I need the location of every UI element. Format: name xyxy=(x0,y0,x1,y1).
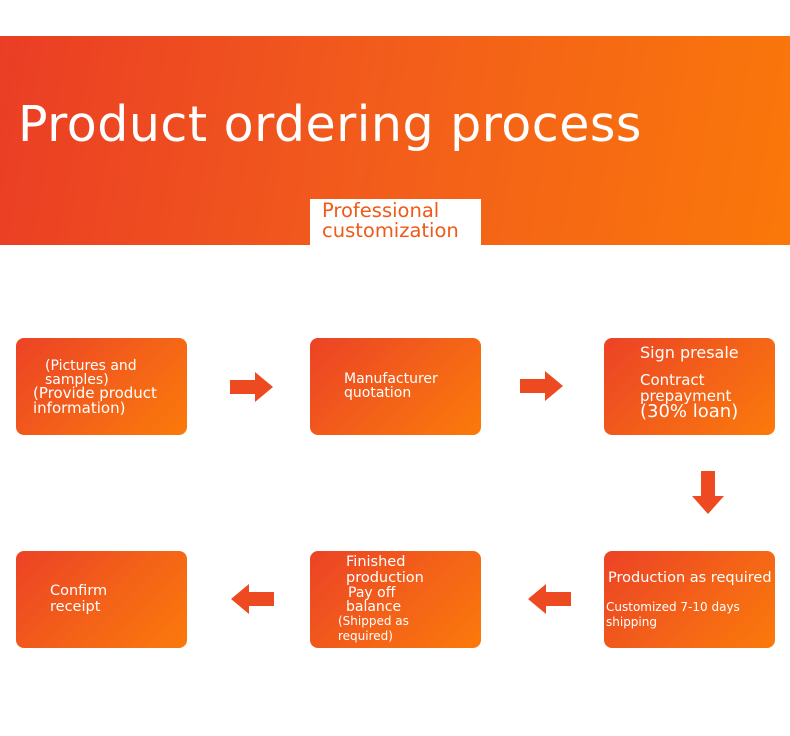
arrow-right-icon xyxy=(520,371,563,401)
arrow-down-icon xyxy=(692,471,724,514)
arrow-right-icon xyxy=(230,372,273,402)
header-banner: Product ordering process Professional cu… xyxy=(0,36,790,246)
step-provide-information: (Pictures and samples) (Provide product … xyxy=(16,338,187,435)
step-text: Production as required xyxy=(608,570,772,586)
step-text: (Shipped as xyxy=(338,614,409,628)
step-confirm-receipt: Confirm receipt xyxy=(16,551,187,648)
step-manufacturer-quotation: Manufacturer quotation xyxy=(310,338,481,435)
step-text: shipping xyxy=(606,615,657,629)
customization-badge: Professional customization xyxy=(310,199,481,246)
step-text: Sign presale xyxy=(640,343,739,362)
step-finished-production: Finished production Pay off balance (Shi… xyxy=(310,551,481,648)
step-text: production xyxy=(346,570,424,586)
step-text: Contract xyxy=(640,371,705,389)
step-text: balance xyxy=(346,599,402,615)
step-text: quotation xyxy=(344,385,412,401)
step-text: required) xyxy=(338,629,393,643)
step-text: Confirm xyxy=(50,583,108,599)
step-text: Finished xyxy=(346,554,406,570)
step-text: (30% loan) xyxy=(640,401,739,422)
step-text: (Pictures and xyxy=(45,358,137,374)
step-production: Production as required Customized 7-10 d… xyxy=(604,551,775,648)
step-text: Pay off xyxy=(348,585,396,601)
step-text: (Provide product xyxy=(33,384,157,402)
badge-line: customization xyxy=(322,219,459,242)
step-sign-contract: Sign presale Contract prepayment (30% lo… xyxy=(604,338,775,435)
step-text: samples) xyxy=(45,372,109,388)
arrow-left-icon xyxy=(528,584,571,614)
step-text: Customized 7-10 days xyxy=(606,600,740,614)
step-text: Manufacturer xyxy=(344,371,438,387)
page-title: Product ordering process xyxy=(18,96,642,153)
step-text: information) xyxy=(33,399,126,417)
step-text: receipt xyxy=(50,599,101,615)
arrow-left-icon xyxy=(231,584,274,614)
step-text: prepayment xyxy=(640,387,732,405)
badge-line: Professional xyxy=(322,199,440,222)
